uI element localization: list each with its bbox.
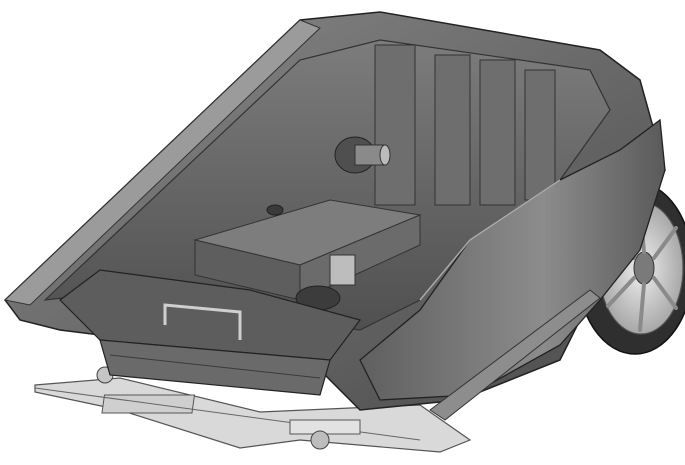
front-grille — [99, 339, 331, 396]
motor-housing — [334, 136, 391, 174]
chassis-frame — [34, 366, 472, 453]
floor-console — [193, 199, 422, 311]
